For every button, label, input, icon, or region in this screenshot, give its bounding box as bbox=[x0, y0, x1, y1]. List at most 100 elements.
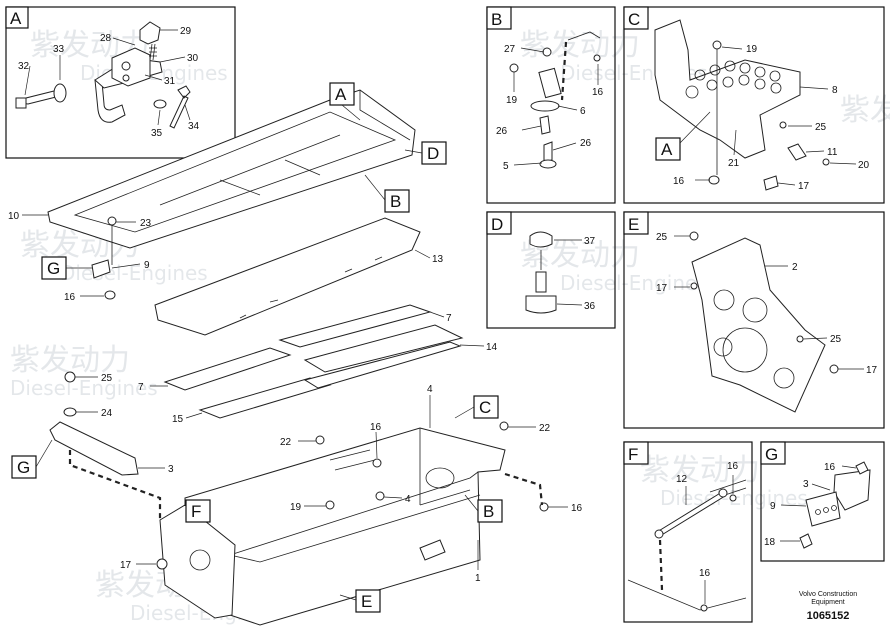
watermark-cn: 紫发动力 bbox=[640, 453, 760, 488]
label-16: 16 bbox=[64, 292, 76, 303]
label-22: 22 bbox=[539, 423, 551, 434]
label-14: 14 bbox=[486, 342, 498, 353]
callout-tag-a: A bbox=[335, 85, 347, 104]
label-16: 16 bbox=[824, 462, 836, 473]
panel-hole bbox=[742, 297, 768, 323]
chain-line bbox=[658, 539, 664, 591]
label-25: 25 bbox=[656, 232, 668, 243]
label-4b: 4 bbox=[405, 494, 411, 505]
bolt-head bbox=[315, 435, 325, 445]
label-27: 27 bbox=[504, 44, 516, 55]
label-16: 16 bbox=[727, 461, 739, 472]
bracket-plate bbox=[538, 67, 562, 99]
panel-a-tag: A bbox=[10, 9, 22, 28]
bracket bbox=[833, 469, 871, 511]
label-17b: 17 bbox=[866, 365, 878, 376]
bolt-head bbox=[325, 500, 335, 510]
screw-head bbox=[796, 335, 804, 343]
label-25: 25 bbox=[101, 373, 113, 384]
label-26: 26 bbox=[496, 126, 508, 137]
panel-hole bbox=[713, 337, 733, 357]
panel-g-tag: G bbox=[765, 445, 778, 464]
screw-head bbox=[107, 216, 117, 226]
panel-g: G 16 3 9 18 bbox=[760, 441, 885, 562]
footer-company-line2: Equipment bbox=[811, 599, 845, 606]
panel-e-frame bbox=[623, 211, 885, 429]
chain-line bbox=[68, 450, 162, 520]
seal-strip bbox=[163, 347, 292, 391]
hook-bracket bbox=[94, 79, 126, 123]
panel-hole bbox=[773, 367, 795, 389]
label-3: 3 bbox=[168, 464, 174, 475]
nut bbox=[156, 558, 168, 570]
panel-a: A 28 29 30 33 32 31 35 34 bbox=[5, 6, 236, 159]
insulation-mat bbox=[303, 324, 464, 373]
panel-f-frame bbox=[623, 441, 753, 623]
callout-tag-c: C bbox=[479, 398, 491, 417]
label-31: 31 bbox=[164, 76, 176, 87]
label-5: 5 bbox=[503, 161, 509, 172]
chain-line bbox=[504, 472, 544, 506]
panel-e-tag: E bbox=[628, 215, 639, 234]
label-19: 19 bbox=[746, 44, 758, 55]
threaded-stud bbox=[535, 271, 547, 293]
side-panel bbox=[691, 237, 826, 413]
spring bbox=[149, 43, 157, 61]
frame-edge bbox=[567, 31, 601, 41]
callout-tag-d: D bbox=[427, 144, 439, 163]
clip bbox=[539, 115, 551, 135]
label-6: 6 bbox=[580, 106, 586, 117]
label-36: 36 bbox=[584, 301, 596, 312]
label-18: 18 bbox=[764, 537, 776, 548]
callout-tag-b: B bbox=[390, 192, 401, 211]
latch-pin bbox=[122, 74, 130, 82]
clip-plate bbox=[805, 491, 841, 527]
nut bbox=[855, 461, 869, 475]
nut bbox=[372, 458, 382, 468]
top-cover-panel bbox=[154, 217, 421, 336]
watermark-en: Diesel-Engines bbox=[560, 271, 708, 295]
panel-a-frame bbox=[5, 6, 236, 159]
nut bbox=[104, 290, 116, 300]
label-34: 34 bbox=[188, 121, 200, 132]
panel-e: E 25 2 17 25 17 bbox=[623, 211, 885, 429]
front-panel bbox=[159, 504, 236, 619]
label-28: 28 bbox=[100, 33, 112, 44]
top-frame-edge bbox=[359, 90, 411, 141]
top-frame-inner bbox=[73, 111, 397, 233]
callout-box-a bbox=[655, 137, 681, 161]
label-26b: 26 bbox=[580, 138, 592, 149]
callout-tag-f: F bbox=[191, 502, 201, 521]
label-12: 12 bbox=[676, 474, 688, 485]
screw-head bbox=[542, 47, 552, 57]
box-hole bbox=[425, 467, 455, 489]
label-25b: 25 bbox=[830, 334, 842, 345]
panel-a-tag-box bbox=[5, 6, 29, 29]
frame-edge bbox=[627, 579, 747, 611]
screw-head bbox=[509, 63, 519, 73]
screw-head bbox=[593, 54, 601, 62]
label-2: 2 bbox=[792, 262, 798, 273]
top-frame-ribs bbox=[159, 134, 341, 206]
nut bbox=[708, 175, 720, 185]
panel-hole bbox=[722, 327, 768, 373]
panel-b: B 27 16 19 6 26 26 5 bbox=[486, 6, 616, 204]
bolt-head bbox=[799, 533, 813, 549]
label-16b: 16 bbox=[699, 568, 711, 579]
plate bbox=[539, 159, 557, 169]
label-22b: 22 bbox=[280, 437, 292, 448]
label-1: 1 bbox=[475, 573, 481, 584]
screw-head bbox=[689, 231, 699, 241]
label-13: 13 bbox=[432, 254, 444, 265]
mounting-tray bbox=[654, 19, 801, 159]
label-21: 21 bbox=[728, 158, 740, 169]
label-17: 17 bbox=[656, 283, 668, 294]
insulation-mat bbox=[303, 341, 462, 389]
strut-end bbox=[654, 529, 664, 539]
panel-c-frame bbox=[623, 6, 885, 204]
label-23: 23 bbox=[140, 218, 152, 229]
bracket-clip bbox=[787, 143, 807, 161]
callout-tag-b2: B bbox=[483, 502, 494, 521]
nut bbox=[375, 491, 385, 501]
label-35: 35 bbox=[151, 128, 163, 139]
